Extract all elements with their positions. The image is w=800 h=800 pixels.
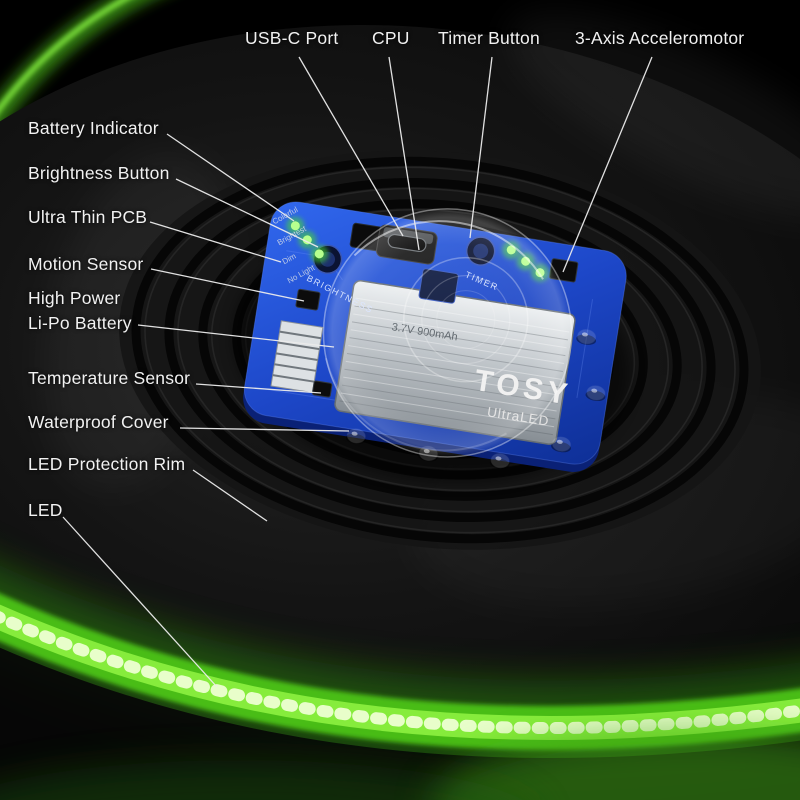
temperature-sensor-chip	[311, 380, 333, 398]
callout-label-waterproof-cover: Waterproof Cover	[28, 412, 169, 432]
led-rim-far-arc	[0, 0, 152, 132]
callout-label-led: LED	[28, 500, 63, 520]
callout-label-li-po-battery: High Power Li-Po Battery	[28, 288, 132, 333]
callout-label-led-protection-rim: LED Protection Rim	[28, 454, 186, 474]
bottom-glow-right	[430, 730, 800, 800]
bottom-glow-left	[0, 760, 523, 800]
standoffs	[345, 329, 606, 469]
callout-label-temperature-sensor: Temperature Sensor	[28, 368, 191, 388]
brightness-button	[312, 244, 343, 275]
callout-label-usb-c-port: USB-C Port	[245, 28, 339, 48]
pcb: 3.7V 900mAh	[233, 201, 631, 483]
callout-label-cpu: CPU	[372, 28, 410, 48]
motion-sensor-chip	[295, 288, 321, 311]
connector-stripes	[270, 320, 324, 394]
waterproof-dome	[322, 208, 573, 458]
led-dots	[0, 611, 800, 734]
callout-label-brightness-button: Brightness Button	[28, 163, 170, 183]
callout-lines	[62, 56, 653, 688]
callout-label-timer-button: Timer Button	[438, 28, 540, 48]
battery-indicator-leds	[286, 216, 329, 263]
led-strip	[0, 565, 800, 776]
callout-label-motion-sensor: Motion Sensor	[28, 254, 144, 274]
callout-label-ultra-thin-pcb: Ultra Thin PCB	[28, 207, 148, 227]
callout-label-battery-indicator: Battery Indicator	[28, 118, 159, 138]
callout-label-accelerometer: 3-Axis Acceleromotor	[575, 28, 745, 48]
